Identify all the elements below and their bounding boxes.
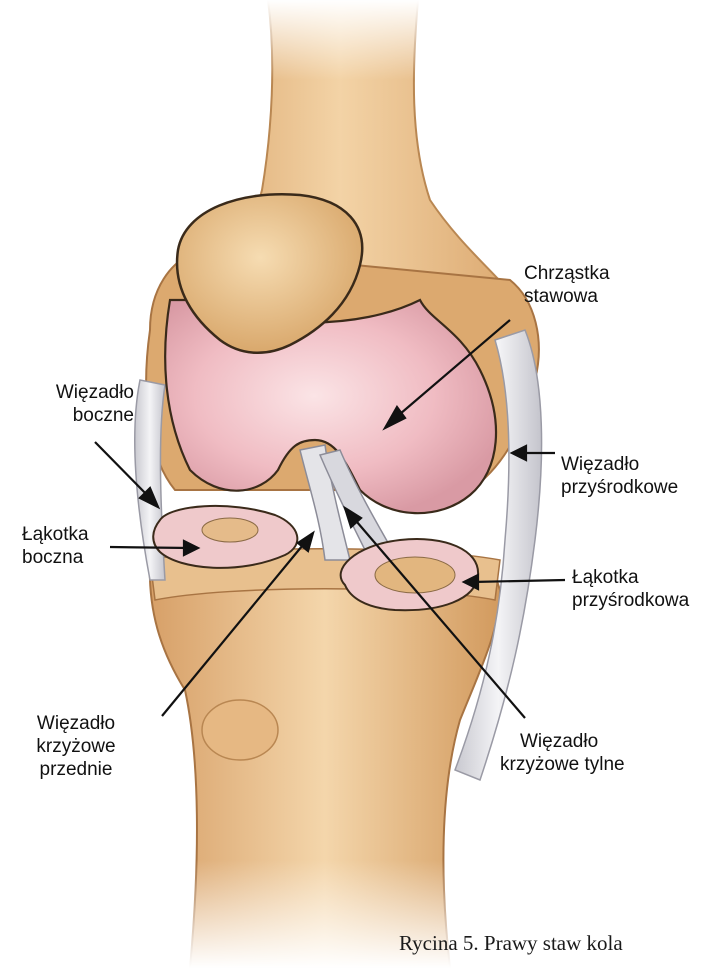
label-line: krzyżowe xyxy=(16,735,136,758)
label-line: Łąkotka xyxy=(572,566,689,589)
figure-caption: Rycina 5. Prawy staw kola xyxy=(399,931,715,955)
label-lakotka-boczna: Łąkotka boczna xyxy=(22,523,89,569)
label-line: Więzadło xyxy=(500,730,625,753)
label-line: Więzadło xyxy=(16,712,136,735)
label-lakotka-przysrodkowa: Łąkotka przyśrodkowa xyxy=(572,566,689,612)
label-line: przyśrodkowe xyxy=(561,476,678,499)
label-line: stawowa xyxy=(524,285,610,308)
label-line: przyśrodkowa xyxy=(572,589,689,612)
label-line: boczne xyxy=(10,404,134,427)
label-wiezadlo-boczne: Więzadło boczne xyxy=(10,381,134,427)
label-line: boczna xyxy=(22,546,89,569)
label-line: przednie xyxy=(16,758,136,781)
label-line: Więzadło xyxy=(10,381,134,404)
label-line: krzyżowe tylne xyxy=(500,753,625,776)
label-line: Łąkotka xyxy=(22,523,89,546)
label-wiezadlo-krzyzowe-tylne: Więzadło krzyżowe tylne xyxy=(500,730,625,776)
label-chrzastka-stawowa: Chrząstka stawowa xyxy=(524,262,610,308)
tibial-tubercle xyxy=(202,700,278,760)
label-line: Więzadło xyxy=(561,453,678,476)
label-wiezadlo-krzyzowe-przednie: Więzadło krzyżowe przednie xyxy=(16,712,136,781)
label-line: Chrząstka xyxy=(524,262,610,285)
arrow-lakotka-boczna xyxy=(110,547,190,548)
label-wiezadlo-przysrodkowe: Więzadło przyśrodkowe xyxy=(561,453,678,499)
